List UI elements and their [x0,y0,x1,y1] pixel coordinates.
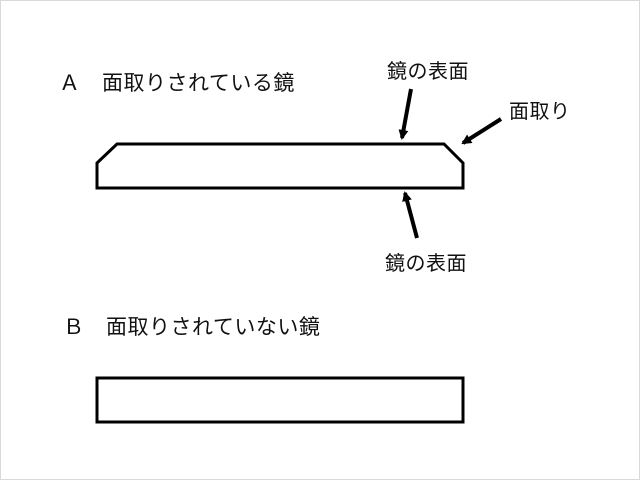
title-beveled-mirror: Ａ 面取りされている鏡 [59,71,295,95]
label-mirror-surface-bottom: 鏡の表面 [385,251,467,275]
label-bevel: 面取り [509,99,571,123]
beveled-mirror-shape [95,142,465,190]
arrow-bevel [461,117,503,145]
arrow-bottom-surface [402,191,419,239]
unbeveled-mirror-shape [95,376,465,424]
arrow-top-surface [398,88,413,140]
label-mirror-surface-top: 鏡の表面 [387,59,469,83]
title-unbeveled-mirror: Ｂ 面取りされていない鏡 [63,315,321,339]
